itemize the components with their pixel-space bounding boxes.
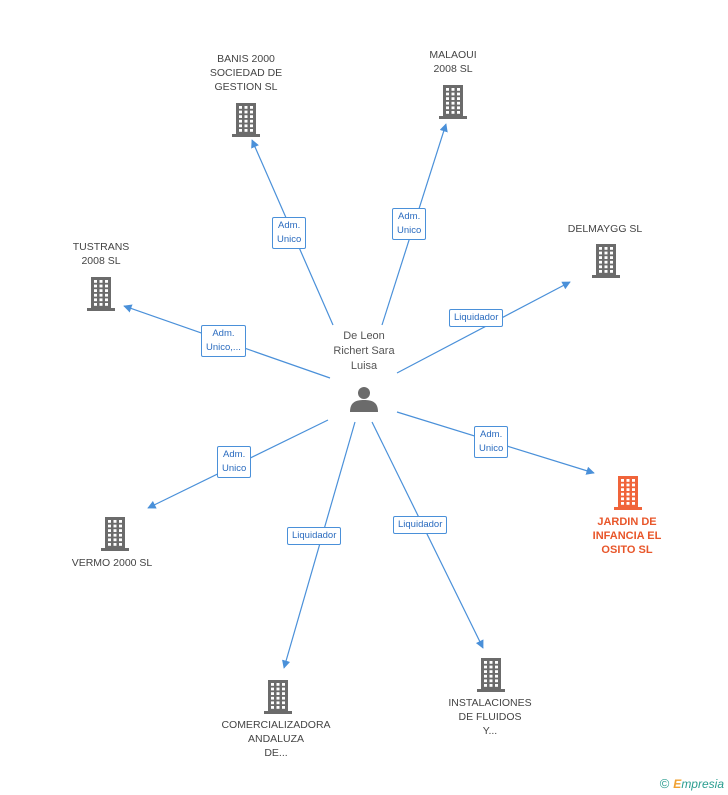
company-name-line: Y... xyxy=(482,725,498,737)
person-name[interactable]: De Leon Richert Sara Luisa xyxy=(312,329,416,374)
role-text: Adm. xyxy=(278,220,301,231)
company-name-line: BANIS 2000 xyxy=(217,53,275,65)
role-badge-vermo[interactable]: Adm. Unico xyxy=(217,446,252,478)
company-label-malaoui[interactable]: MALAOUI 2008 SL xyxy=(388,48,518,76)
edge-delmaygg xyxy=(396,281,571,374)
role-text: Unico xyxy=(479,443,504,454)
person-icon xyxy=(350,387,378,412)
role-text: Adm. xyxy=(223,449,246,460)
company-name-line: TUSTRANS xyxy=(72,241,130,253)
role-badge-tustrans[interactable]: Adm. Unico,... xyxy=(201,325,246,357)
company-label-jardin[interactable]: JARDIN DE INFANCIA EL OSITO SL xyxy=(562,515,692,557)
company-name-line: DE... xyxy=(264,747,288,759)
company-name-line: JARDIN DE xyxy=(597,516,657,528)
empresia-brand[interactable]: ©Empresia xyxy=(660,776,724,791)
company-name-line: GESTION SL xyxy=(214,81,278,93)
brand-name: mpresia xyxy=(681,777,724,791)
company-name-line: DELMAYGG SL xyxy=(567,223,643,235)
role-badge-instalaciones[interactable]: Liquidador xyxy=(393,516,448,534)
company-label-delmaygg[interactable]: DELMAYGG SL xyxy=(540,222,670,236)
role-text: Unico xyxy=(277,234,302,245)
role-text: Liquidador xyxy=(292,530,337,541)
company-label-instalaciones[interactable]: INSTALACIONES DE FLUIDOS Y... xyxy=(425,696,555,738)
company-name-line: 2008 SL xyxy=(433,63,473,75)
person-name-line: Richert Sara xyxy=(333,345,395,357)
person-name-line: Luisa xyxy=(350,360,378,372)
role-badge-comercializadora[interactable]: Liquidador xyxy=(287,527,342,545)
role-text: Unico xyxy=(397,225,422,236)
role-text: Liquidador xyxy=(454,312,499,323)
role-badge-jardin[interactable]: Adm. Unico xyxy=(474,426,509,458)
company-name-line: 2008 SL xyxy=(81,255,121,267)
company-name-line: SOCIEDAD DE xyxy=(209,67,283,79)
company-name-line: INFANCIA EL xyxy=(592,530,662,542)
role-badge-banis[interactable]: Adm. Unico xyxy=(272,217,307,249)
role-badge-delmaygg[interactable]: Liquidador xyxy=(449,309,504,327)
building-icon[interactable] xyxy=(477,658,505,692)
building-icon[interactable] xyxy=(264,680,292,714)
building-icon[interactable] xyxy=(614,476,642,510)
company-name-line: MALAOUI xyxy=(429,49,477,61)
edge-instalaciones xyxy=(371,421,484,649)
company-name-line: ANDALUZA xyxy=(247,733,304,745)
company-label-vermo[interactable]: VERMO 2000 SL xyxy=(47,556,177,570)
role-text: Adm. xyxy=(212,328,235,339)
company-label-tustrans[interactable]: TUSTRANS 2008 SL xyxy=(36,240,166,268)
edge-comercializadora xyxy=(282,421,356,669)
building-icon[interactable] xyxy=(87,277,115,311)
building-icon[interactable] xyxy=(232,103,260,137)
role-text: Liquidador xyxy=(398,519,443,530)
copyright-symbol: © xyxy=(659,776,670,791)
role-text: Adm. xyxy=(480,429,503,440)
person-name-line: De Leon xyxy=(343,330,385,342)
company-name-line: INSTALACIONES xyxy=(448,697,532,709)
company-name-line: DE FLUIDOS xyxy=(458,711,522,723)
role-text: Unico,... xyxy=(206,342,241,353)
company-name-line: OSITO SL xyxy=(601,544,653,556)
company-label-comercializadora[interactable]: COMERCIALIZADORA ANDALUZA DE... xyxy=(211,718,341,760)
company-name-line: VERMO 2000 SL xyxy=(71,557,153,569)
role-text: Unico xyxy=(222,463,247,474)
building-icon[interactable] xyxy=(439,85,467,119)
role-badge-malaoui[interactable]: Adm. Unico xyxy=(392,208,427,240)
role-text: Adm. xyxy=(398,211,421,222)
building-icon[interactable] xyxy=(592,244,620,278)
company-name-line: COMERCIALIZADORA xyxy=(221,719,331,731)
brand-first-letter: E xyxy=(673,777,682,791)
building-icon[interactable] xyxy=(101,517,129,551)
